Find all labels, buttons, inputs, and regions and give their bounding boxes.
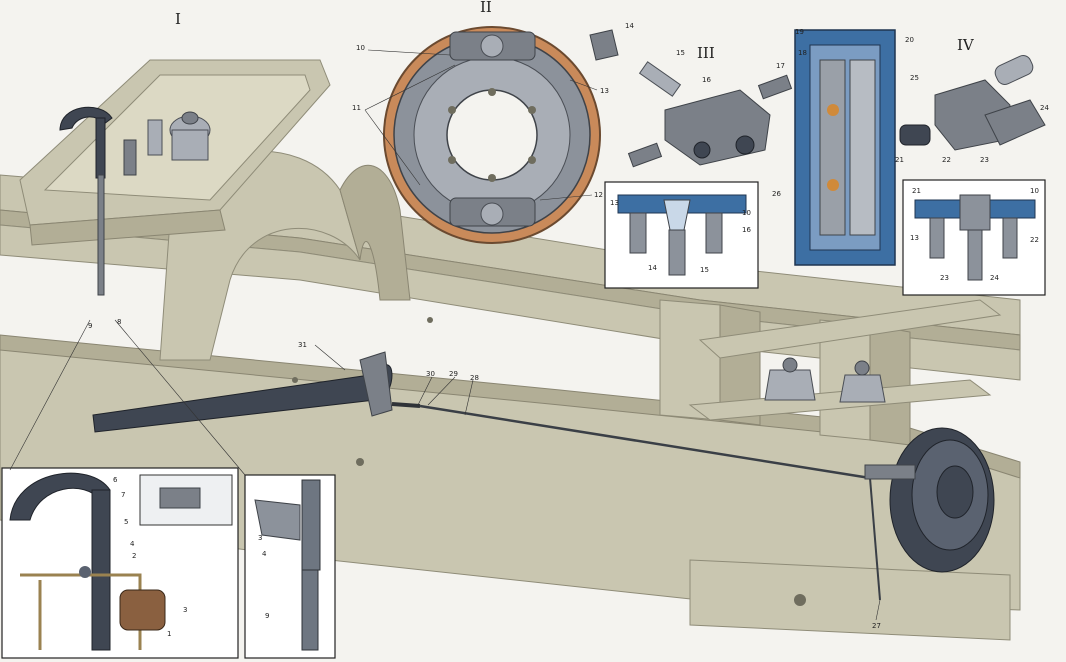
section-label-i: I — [175, 10, 181, 28]
part-label-30: 30 — [426, 370, 435, 378]
part-label-24b: 24 — [990, 274, 999, 282]
spring-mount-right — [839, 360, 886, 403]
part-label-16: 16 — [702, 76, 711, 84]
part-label-3: 3 — [183, 606, 187, 614]
part-label-25: 25 — [910, 74, 919, 82]
inset-handle-detail — [1, 467, 239, 659]
brake-lever-arm — [92, 351, 393, 433]
part-label-29: 29 — [449, 370, 458, 378]
part-label-8: 8 — [117, 318, 121, 326]
brake-cable — [391, 402, 881, 601]
wheel-cylinder-top — [449, 31, 536, 61]
pedal-box — [19, 59, 331, 246]
part-label-2: 2 — [132, 552, 136, 560]
part-label-13c: 13 — [910, 234, 919, 242]
part-label-21b: 21 — [912, 187, 921, 195]
part-label-19: 19 — [795, 28, 804, 36]
part-number-labels: 10 11 13 12 14 15 16 17 13 10 16 14 15 1… — [88, 22, 1049, 638]
regulator-valve-exploded — [899, 55, 1046, 151]
part-label-11: 11 — [352, 104, 361, 112]
part-label-20: 20 — [905, 36, 914, 44]
part-label-13: 13 — [600, 87, 609, 95]
part-label-3b: 3 — [258, 534, 262, 542]
part-label-14b: 14 — [648, 264, 657, 272]
part-label-28: 28 — [470, 374, 479, 382]
part-label-26: 26 — [772, 190, 781, 198]
part-label-31: 31 — [298, 341, 307, 349]
part-label-4b: 4 — [262, 550, 267, 558]
part-label-27: 27 — [872, 622, 881, 630]
part-label-23: 23 — [980, 156, 989, 164]
inset-regulator-section — [902, 179, 1046, 296]
part-label-22b: 22 — [1030, 236, 1039, 244]
section-label-ii: II — [480, 0, 492, 16]
brake-shoe-assembly — [383, 26, 601, 244]
part-label-10b: 10 — [742, 209, 751, 217]
part-label-1: 1 — [167, 630, 171, 638]
master-cylinder-reservoir — [123, 111, 211, 176]
part-label-9: 9 — [88, 322, 92, 330]
part-label-5: 5 — [124, 518, 128, 526]
section-label-iv: IV — [957, 36, 975, 54]
part-label-22: 22 — [942, 156, 951, 164]
part-label-21: 21 — [895, 156, 904, 164]
part-label-23b: 23 — [940, 274, 949, 282]
wheel-cylinder-bottom — [449, 197, 536, 227]
part-label-15: 15 — [676, 49, 685, 57]
part-label-16b: 16 — [742, 226, 751, 234]
section-label-iii: III — [697, 44, 715, 62]
rear-brake-drum — [864, 427, 995, 573]
wheel-cylinder-exploded — [589, 29, 793, 168]
part-label-4: 4 — [130, 540, 135, 548]
part-label-10c: 10 — [1030, 187, 1039, 195]
part-label-9b: 9 — [265, 612, 269, 620]
inset-rod-detail — [244, 474, 336, 659]
part-label-7: 7 — [121, 491, 125, 499]
part-label-15b: 15 — [700, 266, 709, 274]
spring-mount-left — [764, 357, 816, 401]
part-label-14: 14 — [625, 22, 634, 30]
parking-brake-handle — [59, 106, 113, 296]
part-label-17: 17 — [776, 62, 785, 70]
pressure-regulator-section — [794, 29, 896, 266]
part-label-12: 12 — [594, 191, 603, 199]
inset-cylinder-section-a — [604, 181, 759, 289]
part-label-6: 6 — [113, 476, 118, 484]
part-label-24: 24 — [1040, 104, 1049, 112]
part-label-10: 10 — [356, 44, 365, 52]
callout-leaders — [9, 49, 881, 621]
part-label-13b: 13 — [610, 199, 619, 207]
part-label-18: 18 — [798, 49, 807, 57]
